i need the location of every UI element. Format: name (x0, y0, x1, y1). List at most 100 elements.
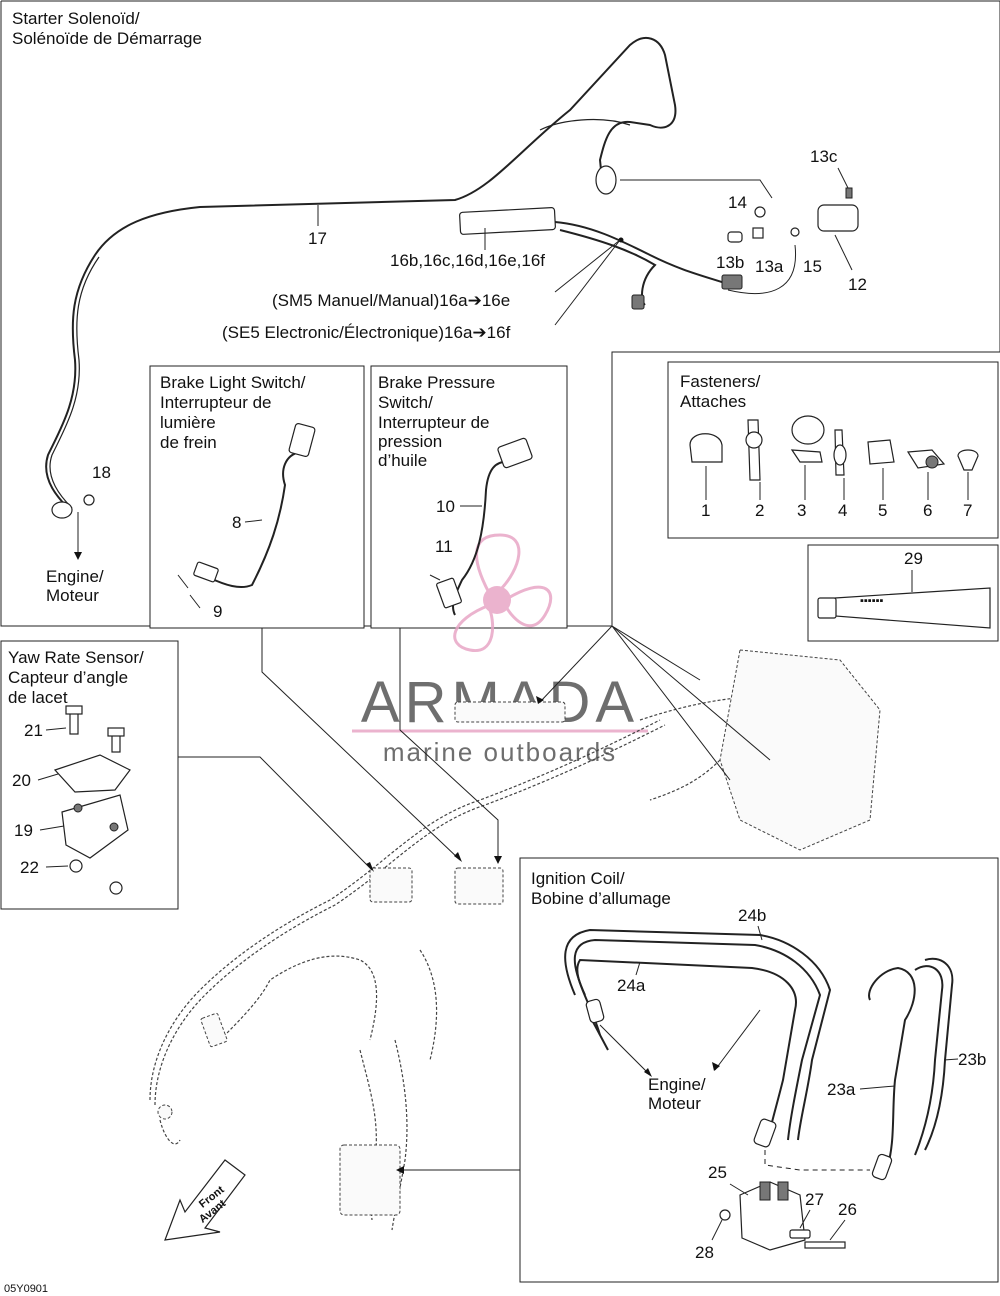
callout-26: 26 (838, 1200, 857, 1219)
sealant-cap (817, 597, 837, 619)
harness-16-ring-terminal (631, 294, 645, 310)
callout-24b: 24b (738, 906, 766, 925)
switch-10-connector (497, 437, 533, 469)
cap-13b (727, 231, 743, 243)
washer-14 (754, 206, 766, 218)
engine-block-outline (719, 649, 881, 851)
callout-1: 1 (701, 501, 710, 520)
callout-13a: 13a (755, 257, 784, 276)
cable-24a (576, 958, 797, 1131)
brake-light-title-2: Interrupteur de (160, 393, 272, 412)
callout-10: 10 (436, 497, 455, 516)
fastener-7-rivet (957, 449, 979, 471)
brake-pressure-title-5: d’huile (378, 451, 427, 470)
fastener-3-loop (791, 415, 825, 445)
washer-15 (790, 227, 800, 237)
nut-22 (69, 859, 83, 873)
starter-solenoid-assembly (620, 179, 859, 294)
callout-29: 29 (904, 549, 923, 568)
fuse-block-dashed (454, 701, 566, 723)
brake-light-title-3: lumière (160, 413, 216, 432)
callout-18: 18 (92, 463, 111, 482)
gasket-20 (53, 754, 131, 793)
brake-pressure-switch-group: Brake Pressure Switch/ Interrupteur de p… (378, 373, 533, 616)
starter-callouts: 17 16b,16c,16d,16e,16f (SM5 Manuel/Manua… (83, 147, 867, 506)
callout-9: 9 (213, 602, 222, 621)
coil-title-2: Bobine d’allumage (531, 889, 671, 908)
fastener-1-clamp (689, 433, 723, 463)
callout-7: 7 (963, 501, 972, 520)
brake-pressure-title-4: pression (378, 432, 442, 451)
switch-8-body (193, 561, 219, 583)
figure-code: 05Y0901 (4, 1283, 48, 1295)
front-arrow: Front Avant (164, 1159, 246, 1241)
brake-light-title-1: Brake Light Switch/ (160, 373, 306, 392)
switch-10-bracket (436, 577, 462, 609)
callout-27: 27 (805, 1190, 824, 1209)
callout-24a: 24a (617, 976, 646, 995)
callout-13c: 13c (810, 147, 838, 166)
callout-3: 3 (797, 501, 806, 520)
sensor-dashed (157, 1104, 173, 1120)
engine-coil-line1: Engine/ (648, 1075, 706, 1094)
callout-5: 5 (878, 501, 887, 520)
fasteners-title-2: Attaches (680, 392, 746, 411)
callout-13b: 13b (716, 253, 744, 272)
nut-28 (719, 1209, 731, 1221)
nut-13a (752, 227, 764, 239)
callout-25: 25 (708, 1163, 727, 1182)
watermark-tagline: marine outboards (383, 737, 617, 767)
harness-16-connector (721, 274, 743, 290)
yaw-title-1: Yaw Rate Sensor/ (8, 648, 144, 667)
propeller-logo (453, 533, 553, 652)
callout-se5: (SE5 Electronic/Électronique)16a➔16f (222, 323, 511, 342)
callout-19: 19 (14, 821, 33, 840)
callout-21: 21 (24, 721, 43, 740)
brake-light-title-4: de frein (160, 433, 217, 452)
callout-2: 2 (755, 501, 764, 520)
brake-pressure-title-3: Interrupteur de (378, 413, 490, 432)
cable-17-terminal (51, 501, 73, 519)
callout-22: 22 (20, 858, 39, 877)
callout-14: 14 (728, 193, 747, 212)
panel-leaders (178, 625, 771, 1174)
callout-12: 12 (848, 275, 867, 294)
callout-11: 11 (435, 537, 453, 556)
starter-title-line2: Solénoïde de Démarrage (12, 29, 202, 48)
coil-title-1: Ignition Coil/ (531, 869, 625, 888)
callout-23b: 23b (958, 1050, 986, 1069)
engine-top-line2: Moteur (46, 586, 99, 605)
fastener-2-tie (747, 419, 761, 481)
engine-coil-line2: Moteur (648, 1094, 701, 1113)
engine-label-coil: Engine/ Moteur (599, 1009, 761, 1113)
connector-dashed-a (200, 1012, 228, 1048)
brake-pressure-title-1: Brake Pressure (378, 373, 495, 392)
switch-8-connector (288, 422, 316, 458)
panel-fasteners (667, 361, 999, 539)
brake-pressure-title-2: Switch/ (378, 393, 433, 412)
callout-20: 20 (12, 771, 31, 790)
panel-starter-solenoid (0, 0, 1000, 627)
main-harness-dashed (149, 649, 881, 1231)
fasteners-group: Fasteners/ Attaches 1 2 3 4 5 6 7 (680, 372, 979, 520)
harness-16-fuse-block (459, 207, 556, 235)
cable-17-end-boot (595, 165, 617, 195)
svg-text:▪▪▪▪▪▪: ▪▪▪▪▪▪ (860, 595, 883, 607)
starter-title: Starter Solenoïd/ Solénoïde de Démarrage (12, 9, 202, 48)
yaw-rate-sensor-group: Yaw Rate Sensor/ Capteur d’angle de lace… (8, 648, 144, 895)
bolt-26 (804, 1241, 846, 1249)
callout-15: 15 (803, 257, 822, 276)
cable-17 (45, 36, 677, 519)
yaw-title-3: de lacet (8, 688, 68, 707)
spacer-27 (789, 1229, 811, 1239)
callout-16-group: 16b,16c,16d,16e,16f (390, 251, 545, 270)
fastener-5-clip (867, 439, 895, 465)
solenoid-body (817, 204, 859, 232)
cable-23a (868, 966, 916, 1181)
sealant-tube-group: ▪▪▪▪▪▪ 29 (817, 549, 991, 629)
yaw-sensor-dashed (369, 867, 413, 903)
harness-16 (459, 207, 743, 310)
callout-sm5: (SM5 Manuel/Manual)16a➔16e (272, 291, 510, 310)
solenoid-terminal (845, 187, 853, 199)
